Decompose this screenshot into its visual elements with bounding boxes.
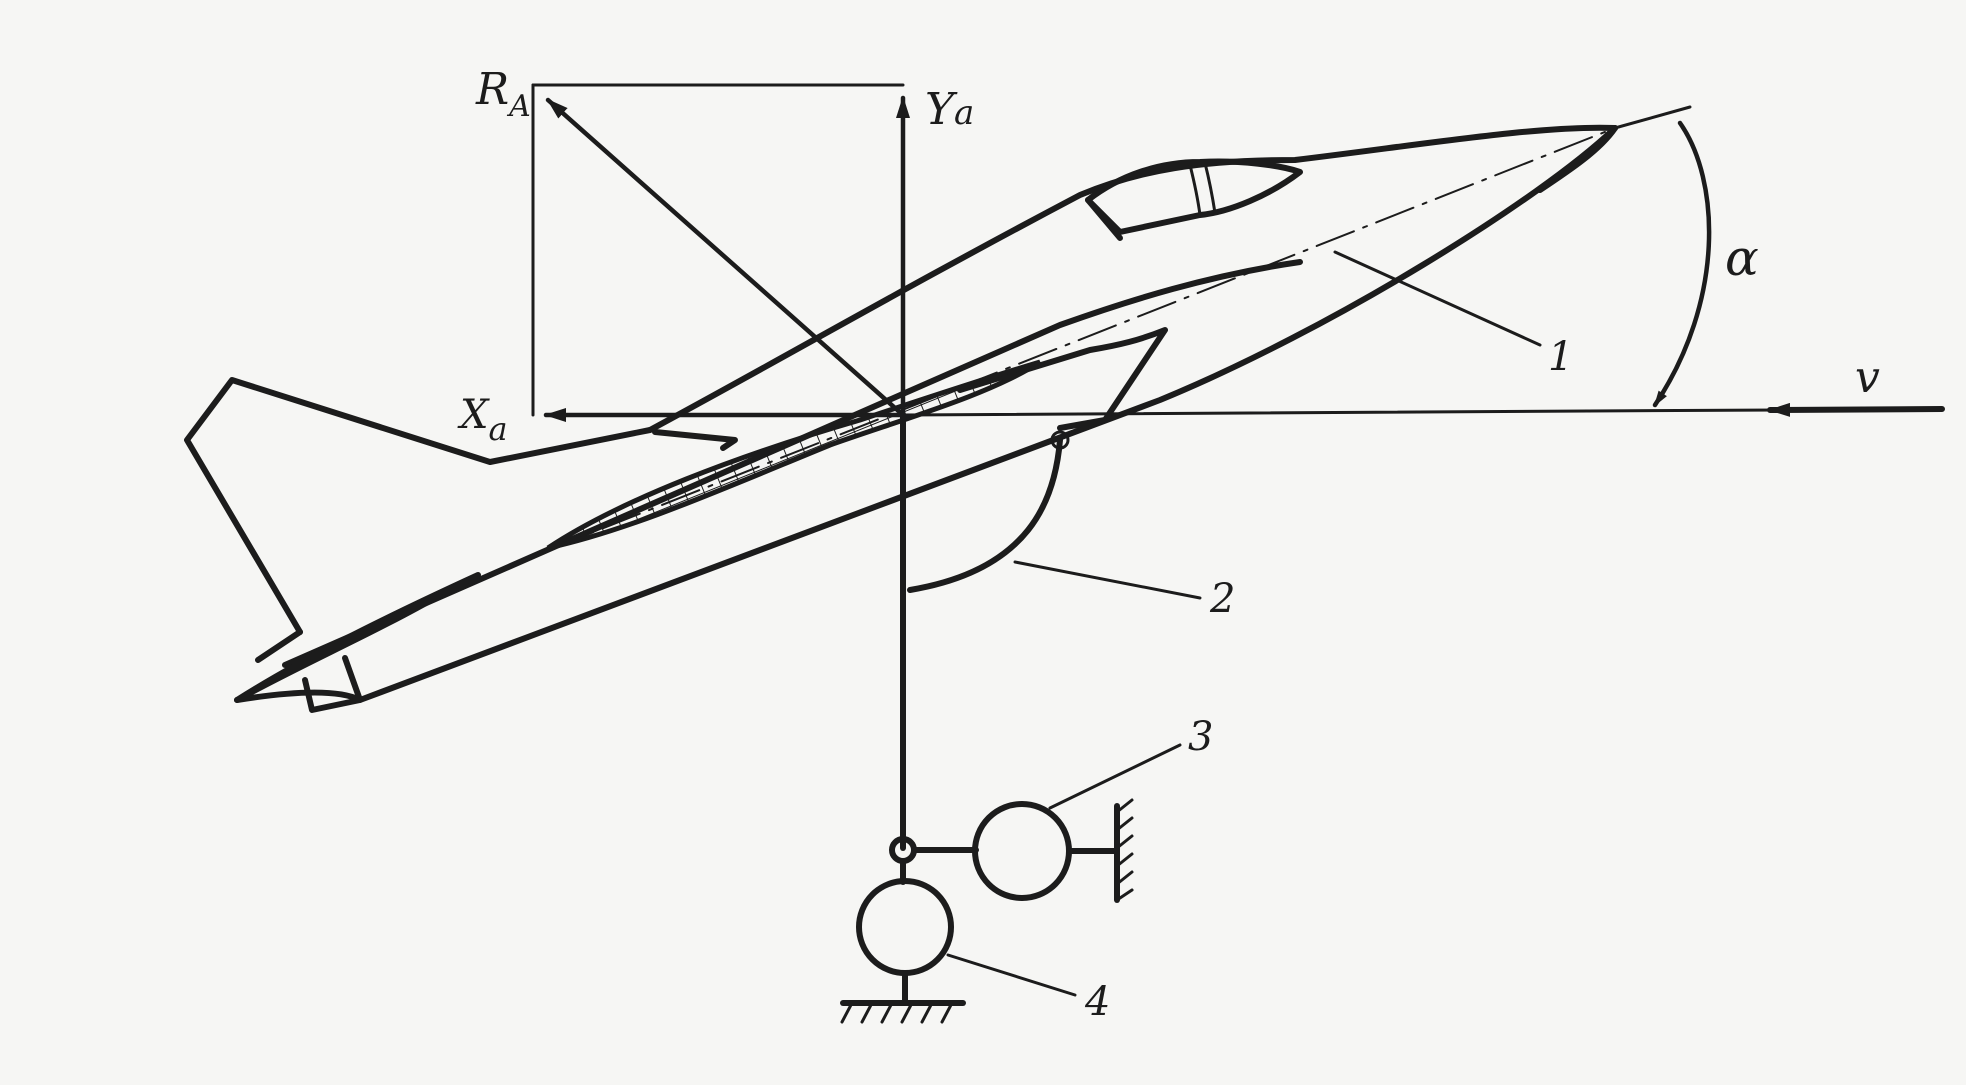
strut-fairing (907, 437, 1063, 593)
callout-leader-4 (946, 953, 1077, 997)
longitudinal-axis (542, 127, 1616, 553)
floor-hatching (840, 1001, 954, 1024)
callout-leader-1 (1333, 250, 1542, 347)
velocity-arrow (1767, 402, 1945, 417)
resultant-force-label: RA (475, 64, 531, 124)
callout-4: 4 (1084, 979, 1110, 1025)
velocity-label: v (1855, 352, 1880, 403)
horizontal-stabilizer (234, 572, 481, 703)
wing-root-strake (652, 429, 738, 451)
wall-hatching (1115, 798, 1134, 902)
callout-leader-3 (1048, 743, 1182, 810)
canopy-frame (1085, 197, 1123, 241)
aircraft-model (184, 124, 1618, 713)
fuselage-upper-contour (647, 124, 1618, 433)
callout-3: 3 (1188, 714, 1213, 760)
angle-of-attack-label: α (1725, 229, 1759, 287)
force-rectangle (531, 83, 905, 417)
vertical-tail (184, 377, 653, 635)
callout-2: 2 (1209, 576, 1235, 622)
nose-tip (1537, 125, 1618, 193)
callout-leader-2 (1013, 560, 1202, 600)
dynamometer-3 (972, 801, 1072, 901)
fairing-hinge (1050, 430, 1070, 450)
stabilizer-edge (255, 629, 303, 663)
lift-force-label: Ya (925, 84, 974, 135)
callout-1: 1 (1548, 334, 1573, 380)
intake-line (282, 259, 1303, 668)
engine-nozzle (302, 655, 363, 713)
drag-force-label: Xa (457, 392, 508, 448)
wing-fairing (957, 327, 1168, 431)
dynamometer-4 (856, 878, 954, 976)
canopy (1085, 158, 1303, 235)
angle-of-attack-arc (1652, 120, 1712, 408)
resultant-force-vector (545, 97, 906, 418)
canopy-rib-1 (1188, 163, 1202, 217)
canopy-rib-2 (1203, 161, 1217, 215)
axis-extension (1613, 105, 1692, 130)
